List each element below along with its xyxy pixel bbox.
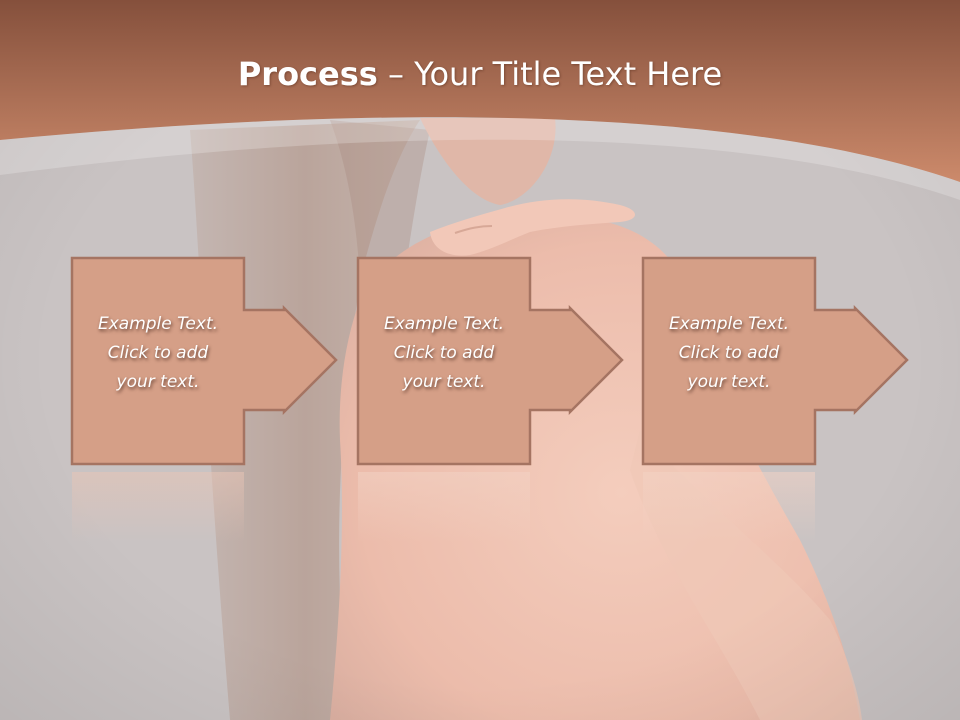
process-step-1[interactable]: Example Text. Click to add your text. <box>70 256 340 471</box>
step-1-reflection <box>72 472 244 542</box>
arrow-box-shape <box>641 256 909 466</box>
title-rest-text: Your Title Text Here <box>414 55 723 93</box>
step-3-text[interactable]: Example Text. Click to add your text. <box>668 314 790 392</box>
step-2-reflection <box>358 472 530 542</box>
step-3-reflection <box>643 472 815 542</box>
slide-title[interactable]: Process – Your Title Text Here <box>0 52 960 96</box>
title-dash: – <box>377 55 415 93</box>
arrow-box-shape <box>70 256 338 466</box>
step-2-text[interactable]: Example Text. Click to add your text. <box>383 314 505 392</box>
process-step-2[interactable]: Example Text. Click to add your text. <box>356 256 626 471</box>
step-1-text[interactable]: Example Text. Click to add your text. <box>97 314 219 392</box>
arrow-box-shape <box>356 256 624 466</box>
process-step-3[interactable]: Example Text. Click to add your text. <box>641 256 911 471</box>
title-bold-text: Process <box>237 55 378 93</box>
